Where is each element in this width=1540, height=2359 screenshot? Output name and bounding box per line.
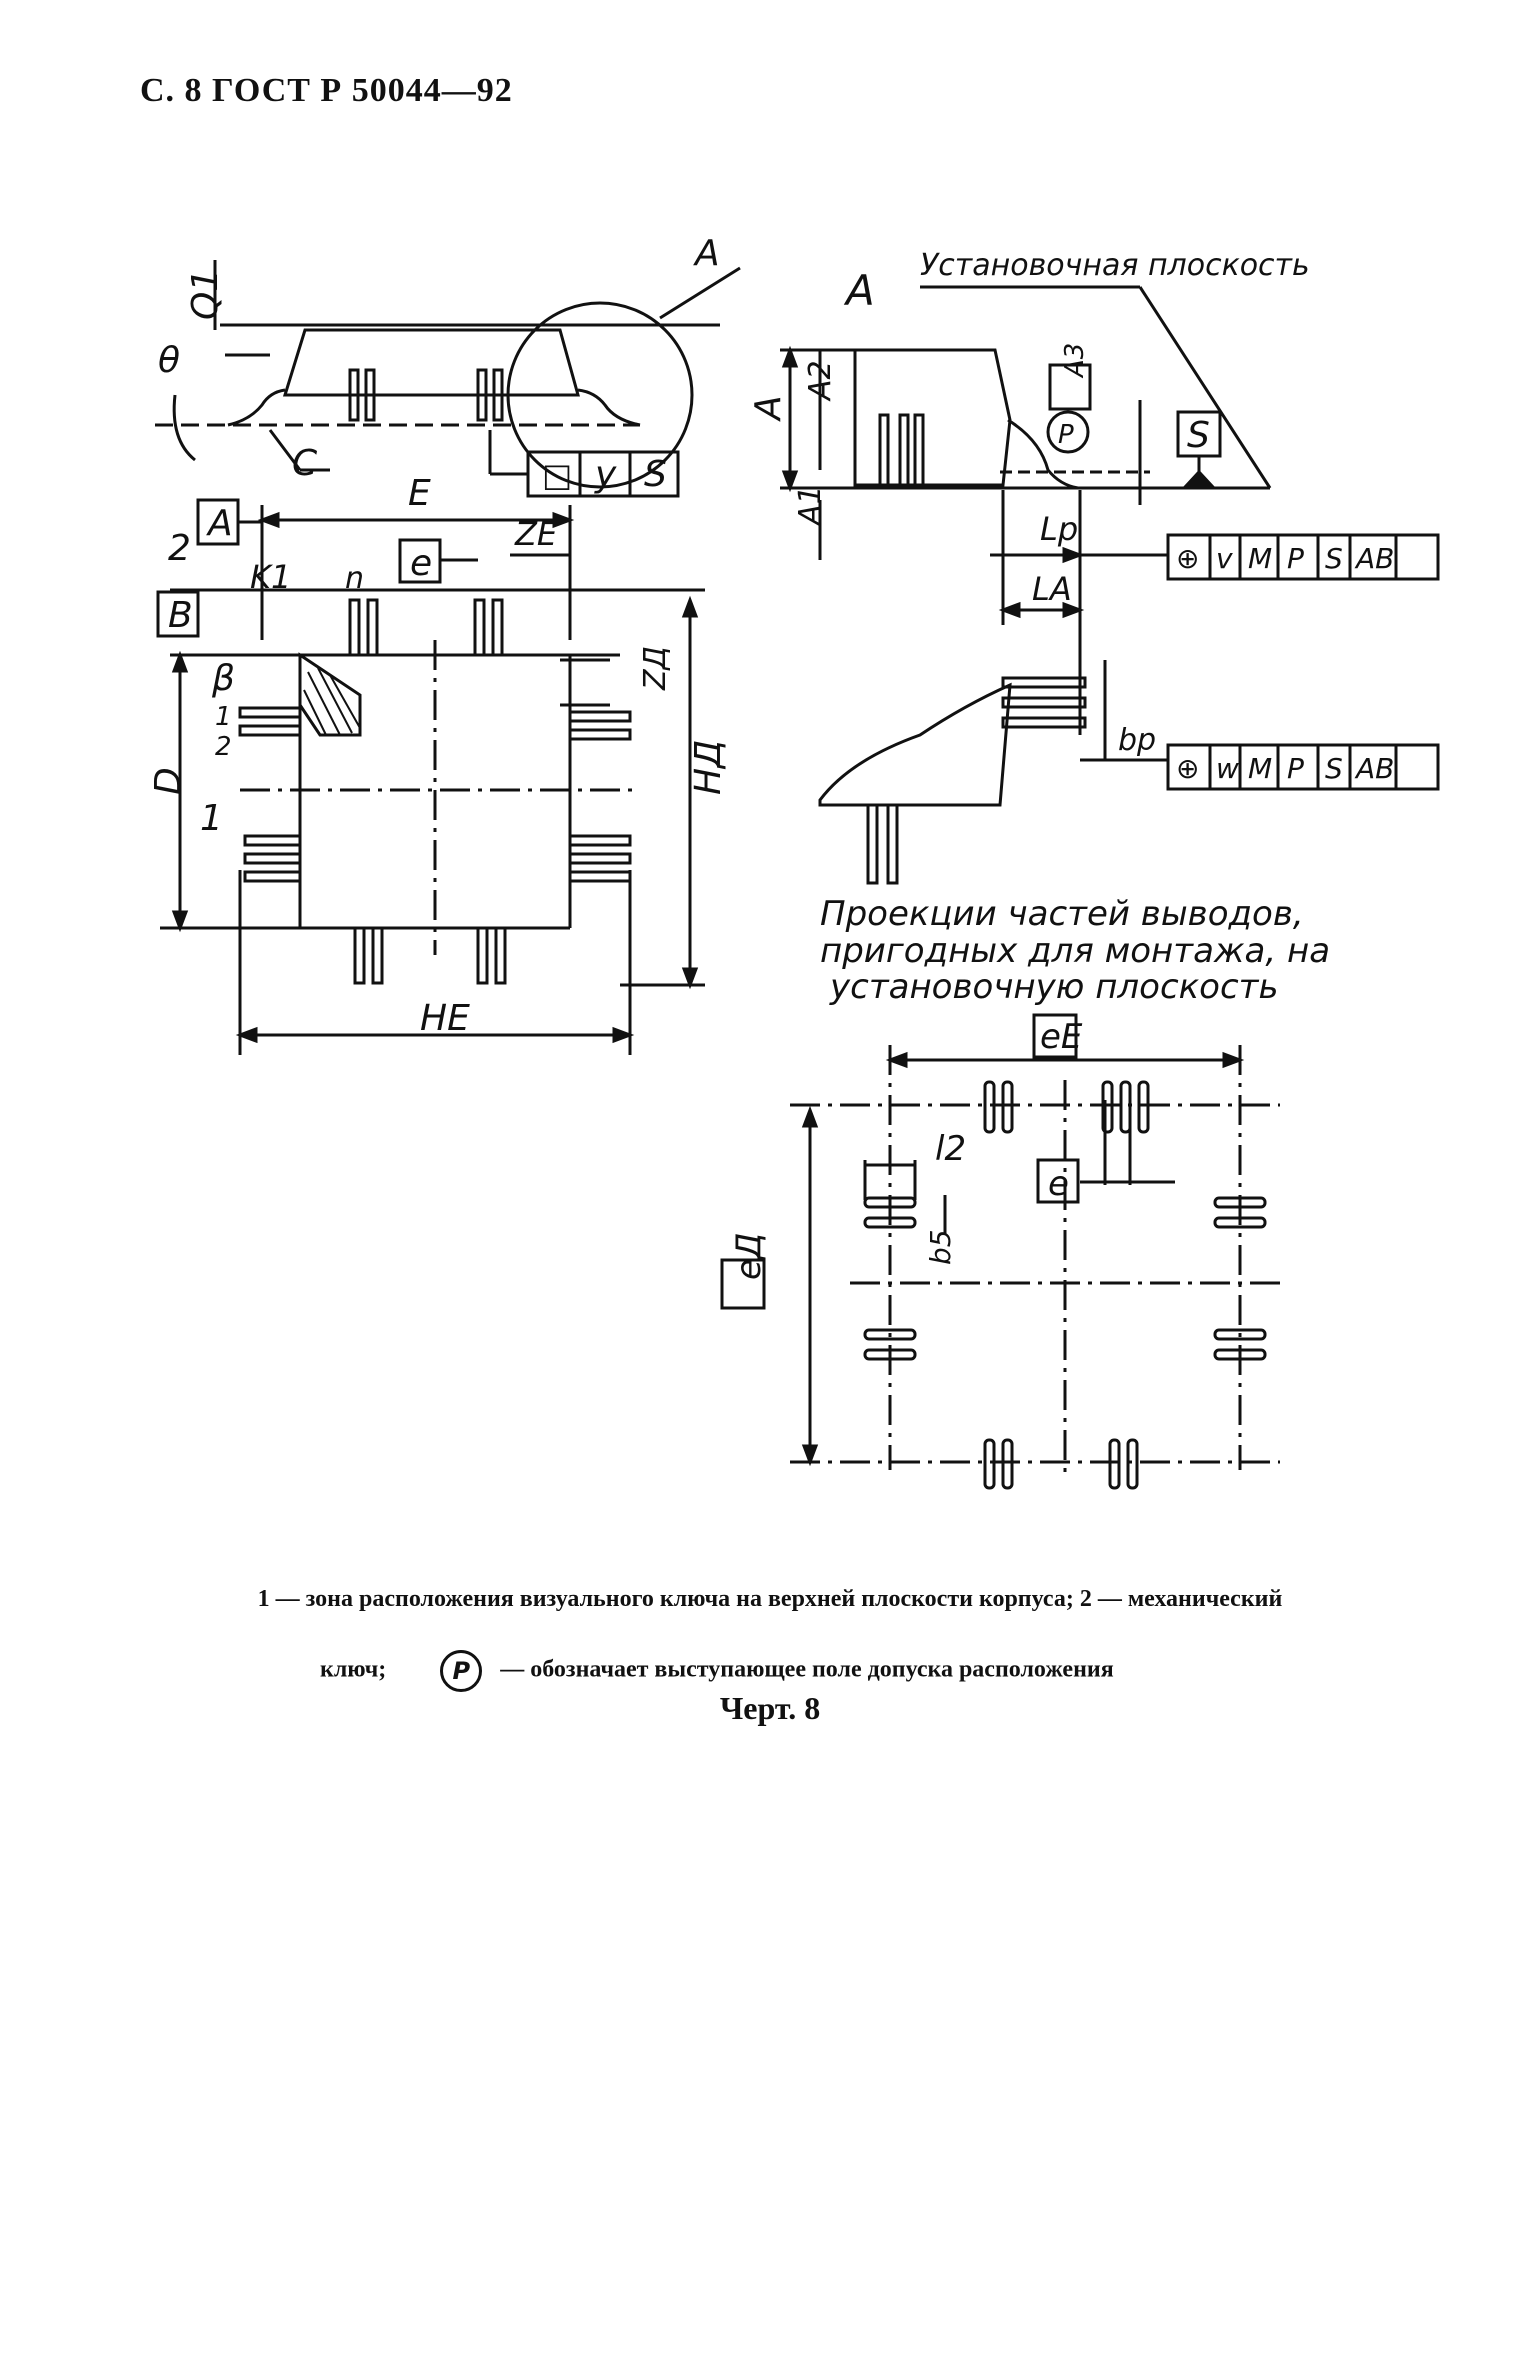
flatness-frame xyxy=(488,430,680,498)
label-bp: bp xyxy=(1118,723,1156,758)
label-he: HE xyxy=(420,998,470,1039)
side-view-pins xyxy=(348,368,504,422)
detail-lead xyxy=(1007,418,1079,490)
proj-pins-bottom xyxy=(983,1438,1139,1490)
top-pins-right xyxy=(568,710,632,883)
label-detail-a: A xyxy=(843,266,875,315)
top-pins-left xyxy=(238,706,302,883)
control-frame-2 xyxy=(1166,743,1440,791)
detail-lower-pins xyxy=(866,676,1087,885)
label-s-box: S xyxy=(1187,415,1210,456)
label-beta: β xyxy=(211,658,235,699)
caption-line-1: 1 — зона расположения визуального ключа … xyxy=(257,1586,1283,1612)
top-pins-top xyxy=(348,598,504,657)
detail-body xyxy=(853,348,1012,487)
label-flat-s: S xyxy=(644,454,667,495)
label-datum-a: A xyxy=(206,503,233,544)
label-p-circle: P xyxy=(1058,420,1074,450)
detail-pins xyxy=(878,413,925,487)
ctrl1-m: M xyxy=(1248,542,1272,575)
detail-a-circle xyxy=(506,301,694,489)
ctrl1-s: S xyxy=(1325,542,1343,575)
label-n: n xyxy=(345,561,364,596)
ctrl2-ab: AB xyxy=(1354,752,1394,785)
control-frame-1 xyxy=(1166,533,1440,581)
label-c: C xyxy=(292,443,318,484)
label-e-dim: E xyxy=(408,473,431,514)
label-lp: Lp xyxy=(1040,510,1078,548)
ctrl2-p: P xyxy=(1287,752,1304,785)
label-k1: K1 xyxy=(250,558,291,596)
label-a-dim: A xyxy=(748,395,789,422)
label-e-box2: e xyxy=(1048,1164,1069,1204)
label-mount-plane: Установочная плоскость xyxy=(920,248,1310,283)
figure-title: Черт. 8 xyxy=(719,1690,821,1726)
label-two-b: 2 xyxy=(215,732,232,762)
label-l2: l2 xyxy=(935,1129,966,1169)
label-one-b: 1 xyxy=(200,798,223,839)
label-two: 2 xyxy=(168,528,191,569)
p-circle-icon: P xyxy=(440,1650,483,1692)
label-e-box: e xyxy=(410,543,432,584)
label-hd: HД xyxy=(688,740,729,795)
side-lead-left xyxy=(227,388,286,427)
ctrl2-pos: ⊕ xyxy=(1176,752,1199,785)
label-flat-u: □ xyxy=(542,456,572,494)
label-d: D xyxy=(148,767,189,795)
ctrl1-pos: ⊕ xyxy=(1176,542,1199,575)
key-zone-hatched xyxy=(298,652,362,737)
technical-drawing: Q1 θ C A E A B 2 K1 n e ZE β 1 2 1 D ZД … xyxy=(148,233,1440,1490)
proj-line-3: установочную плоскость xyxy=(829,967,1279,1007)
ctrl1-p: P xyxy=(1287,542,1304,575)
caption-key: ключ; xyxy=(320,1656,387,1683)
page-header: С. 8 ГОСТ Р 50044—92 xyxy=(140,72,513,109)
proj-line-2: пригодных для монтажа, на xyxy=(820,931,1330,971)
proj-pins-right xyxy=(1213,1196,1267,1361)
ctrl1-ab: AB xyxy=(1354,542,1394,575)
proj-line-1: Проекции частей выводов, xyxy=(820,894,1304,934)
ctrl2-m: M xyxy=(1248,752,1272,785)
side-lead-right xyxy=(577,388,641,427)
label-ed: eД xyxy=(729,1233,769,1280)
side-view-body xyxy=(282,328,580,397)
label-flat-y: y xyxy=(594,454,617,495)
caption-desc: — обозначает выступающее поле допуска ра… xyxy=(500,1656,1114,1683)
label-zd: ZД xyxy=(638,646,673,691)
label-datum-b: B xyxy=(168,595,193,636)
proj-pins-left xyxy=(863,1196,917,1361)
caption-line-2: ключ; P — обозначает выступающее поле до… xyxy=(320,1650,1320,1692)
ctrl2-w: w xyxy=(1216,752,1239,785)
label-b5: b5 xyxy=(924,1229,957,1265)
label-a-circle: A xyxy=(693,233,720,274)
ctrl1-v: v xyxy=(1216,542,1233,575)
detail-lower-body xyxy=(818,682,1012,807)
label-theta: θ xyxy=(158,340,180,381)
ctrl2-s: S xyxy=(1325,752,1343,785)
label-a3: A3 xyxy=(1060,343,1090,379)
label-a2: A2 xyxy=(803,360,838,402)
label-ee: eE xyxy=(1040,1017,1083,1057)
label-one-a: 1 xyxy=(215,702,232,732)
label-a1: A1 xyxy=(793,485,828,527)
top-pins-bottom xyxy=(353,926,507,985)
label-q1: Q1 xyxy=(185,269,226,320)
label-ze: ZE xyxy=(514,515,558,553)
label-la: LA xyxy=(1032,570,1072,608)
